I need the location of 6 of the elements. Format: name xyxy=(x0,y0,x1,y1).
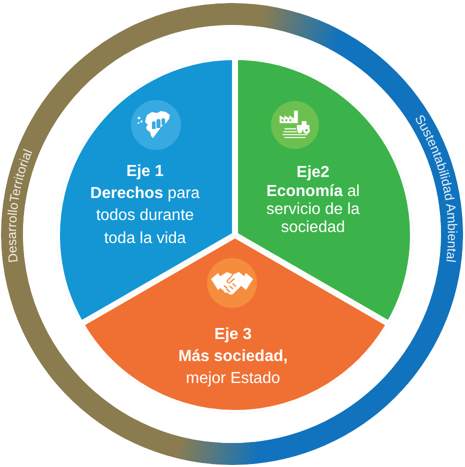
segment-text: Más sociedad, mejor Estado xyxy=(177,346,289,389)
segment-title: Eje 1 xyxy=(125,162,165,182)
segment-title: Eje 3 xyxy=(213,324,253,345)
segment-text: Derechos para todos durante toda la vida xyxy=(89,184,201,249)
segment-title: Eje2 xyxy=(296,164,330,182)
segment-text: Economía al servicio de la sociedad xyxy=(265,182,361,238)
